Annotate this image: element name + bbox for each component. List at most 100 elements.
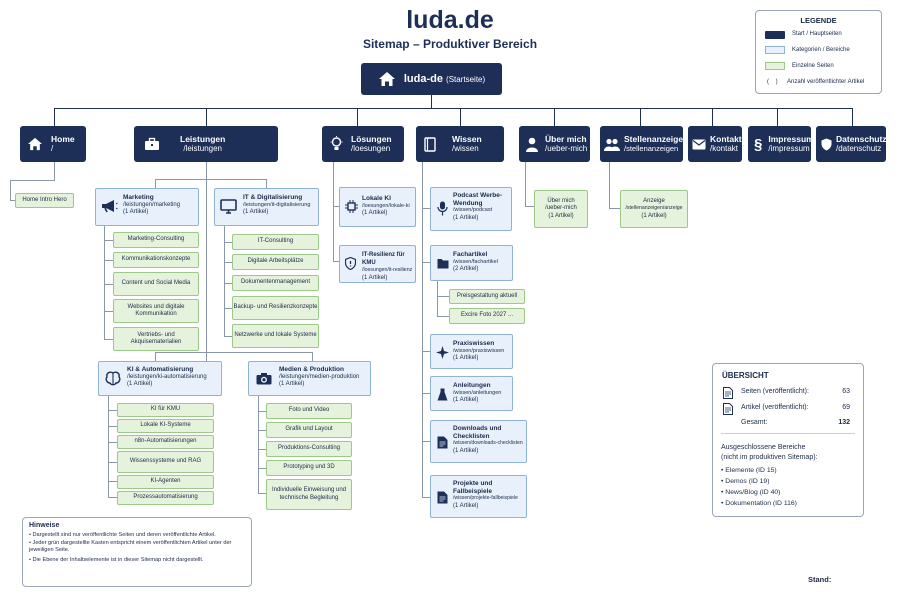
lokale-ki-path: /loesungen/lokale-ki bbox=[362, 202, 410, 209]
nav-stellenanzeigen[interactable]: Stellenanzeigen/stellenanzeigen bbox=[600, 126, 688, 162]
category-anleitungen[interactable]: Anleitungen /wissen/anleitungen (1 Artik… bbox=[430, 376, 513, 411]
home-intro-hero[interactable]: Home Intro Hero bbox=[15, 193, 74, 208]
folder-icon bbox=[437, 258, 449, 269]
page-ki-fuer-kmu[interactable]: KI für KMU bbox=[117, 403, 214, 417]
it-count: (1 Artikel) bbox=[243, 209, 269, 215]
category-fachartikel[interactable]: Fachartikel /wissen/fachartikel (2 Artik… bbox=[430, 245, 513, 281]
page-prototyping-3d[interactable]: Prototyping und 3D bbox=[266, 460, 352, 476]
nav-datenschutz-path: /datenschutz bbox=[836, 144, 882, 153]
nav-kontakt-title: Kontakt bbox=[710, 134, 742, 144]
category-ki-automatisierung[interactable]: KI & Automatisierung /leistungen/ki-auto… bbox=[98, 361, 222, 396]
nav-uebermich-title: Über mich bbox=[545, 134, 587, 144]
anleitungen-count: (1 Artikel) bbox=[453, 397, 479, 403]
anleitungen-title: Anleitungen bbox=[453, 382, 491, 389]
nav-leistungen[interactable]: Leistungen/leistungen bbox=[134, 126, 278, 162]
page-backup-resilienz[interactable]: Backup- und Resilienzkonzepte bbox=[232, 296, 319, 320]
page-ki-agenten[interactable]: KI-Agenten bbox=[117, 475, 214, 489]
flask-icon bbox=[437, 388, 448, 401]
anzeige-path: /stellenanzeigen/anzeige bbox=[625, 205, 683, 212]
nav-uebermich[interactable]: Über mich/ueber-mich bbox=[519, 126, 590, 162]
note-item: • Die Ebene der Inhaltselemente ist in d… bbox=[29, 557, 204, 563]
page-wissenssysteme-rag[interactable]: Wissenssysteme und RAG bbox=[117, 451, 214, 473]
overview-total-label: Gesamt: bbox=[741, 419, 768, 426]
overview-artikel-value: 69 bbox=[842, 404, 850, 411]
page-lokale-ki-systeme[interactable]: Lokale KI-Systeme bbox=[117, 419, 214, 433]
page-produktions-consulting[interactable]: Produktions-Consulting bbox=[266, 441, 352, 457]
category-medien-produktion[interactable]: Medien & Produktion /leistungen/medien-p… bbox=[248, 361, 371, 396]
page-it-consulting[interactable]: IT-Consulting bbox=[232, 234, 319, 250]
category-lokale-ki[interactable]: Lokale KI /loesungen/lokale-ki (1 Artike… bbox=[339, 187, 416, 227]
page-content-social-media[interactable]: Content und Social Media bbox=[113, 272, 199, 296]
monitor-icon bbox=[220, 199, 237, 214]
nav-wissen-path: /wissen bbox=[452, 144, 479, 153]
page-vertriebs-akquise[interactable]: Vertriebs- und Akquisematerialien bbox=[113, 327, 199, 351]
legend-label-category: Kategorien / Bereiche bbox=[792, 47, 850, 53]
notes-title: Hinweise bbox=[29, 522, 60, 529]
home-icon bbox=[27, 137, 43, 151]
page-netzwerke-systeme[interactable]: Netzwerke und lokale Systeme bbox=[232, 324, 319, 348]
medien-count: (1 Artikel) bbox=[279, 381, 305, 387]
category-podcast[interactable]: Podcast Werbe-Wendung /wissen/podcast (1… bbox=[430, 187, 512, 231]
page-preisgestaltung[interactable]: Preisgestaltung aktuell bbox=[449, 289, 525, 304]
nav-home[interactable]: Home/ bbox=[20, 126, 86, 162]
category-marketing[interactable]: Marketing /leistungen/marketing (1 Artik… bbox=[95, 188, 199, 226]
ki-title: KI & Automatisierung bbox=[127, 366, 194, 373]
home-icon bbox=[378, 71, 396, 87]
nav-impressum[interactable]: § Impressum/impressum bbox=[748, 126, 814, 162]
it-resilienz-title: IT-Resilienz für KMU bbox=[362, 252, 405, 266]
medien-path: /leistungen/medien-produktion bbox=[279, 373, 360, 380]
microphone-icon bbox=[437, 201, 448, 216]
page-n8n-automatisierungen[interactable]: n8n-Automatisierungen bbox=[117, 435, 214, 449]
root-name: luda-de bbox=[403, 73, 443, 85]
it-resilienz-path: /loesungen/it-resilienz bbox=[362, 267, 413, 273]
people-icon bbox=[604, 138, 620, 151]
legend-label-count: Anzahl veröffentlichter Artikel bbox=[787, 79, 865, 85]
category-praxiswissen[interactable]: Praxiswissen /wissen/praxiswissen (1 Art… bbox=[430, 334, 513, 369]
paragraph-icon: § bbox=[754, 135, 763, 153]
medien-title: Medien & Produktion bbox=[279, 366, 344, 373]
page-excire-foto[interactable]: Excire Foto 2027 ... bbox=[449, 308, 525, 324]
page-dokumentenmanagement[interactable]: Dokumentenmanagement bbox=[232, 275, 319, 291]
megaphone-icon bbox=[101, 199, 118, 213]
nav-uebermich-path: /ueber-mich bbox=[545, 144, 588, 153]
nav-impressum-title: Impressum bbox=[768, 134, 814, 144]
nav-loesungen[interactable]: Lösungen/loesungen bbox=[322, 126, 404, 162]
mail-icon bbox=[692, 139, 706, 150]
nav-kontakt[interactable]: Kontakt/kontakt bbox=[688, 126, 742, 162]
briefcase-icon bbox=[144, 137, 160, 151]
page-marketing-consulting[interactable]: Marketing-Consulting bbox=[113, 232, 199, 248]
category-projekte[interactable]: Projekte und Fallbeispiele /wissen/proje… bbox=[430, 475, 527, 518]
page-subtitle: Sitemap – Produktiver Bereich bbox=[362, 37, 538, 51]
page-foto-video[interactable]: Foto und Video bbox=[266, 403, 352, 419]
it-resilienz-count: (1 Artikel) bbox=[362, 274, 388, 281]
page-einweisung-begleitung[interactable]: Individuelle Einweisung und technische B… bbox=[266, 479, 352, 510]
ueber-mich-page-title: Über mich bbox=[547, 197, 575, 204]
nav-datenschutz[interactable]: Datenschutz/datenschutz bbox=[816, 126, 887, 162]
excluded-subtitle: (nicht im produktiven Sitemap): bbox=[721, 454, 818, 461]
marketing-path: /leistungen/marketing bbox=[123, 201, 181, 208]
shield-icon bbox=[345, 257, 356, 270]
page-digitale-arbeitsplaetze[interactable]: Digitale Arbeitsplätze bbox=[232, 254, 319, 270]
legend-label-main: Start / Hauptseiten bbox=[792, 31, 842, 37]
downloads-path: /wissen/downloads-checklisten bbox=[453, 440, 523, 446]
page-grafik-layout[interactable]: Grafik und Layout bbox=[266, 422, 352, 438]
root-node[interactable]: luda-de (Startseite) bbox=[361, 63, 502, 95]
nav-wissen[interactable]: Wissen/wissen bbox=[416, 126, 504, 162]
fachartikel-title: Fachartikel bbox=[453, 251, 488, 258]
anleitungen-path: /wissen/anleitungen bbox=[453, 389, 502, 396]
praxiswissen-title: Praxiswissen bbox=[453, 340, 495, 347]
legend: LEGENDE Start / Hauptseiten Kategorien /… bbox=[755, 10, 882, 94]
praxiswissen-count: (1 Artikel) bbox=[453, 355, 479, 361]
page-prozessautomatisierung[interactable]: Prozessautomatisierung bbox=[117, 491, 214, 505]
note-item: • Dargestellt sind nur veröffentlichte S… bbox=[29, 532, 216, 538]
category-downloads[interactable]: Downloads und Checklisten /wissen/downlo… bbox=[430, 420, 527, 463]
overview-seiten-value: 63 bbox=[842, 388, 850, 395]
page-websites-kommunikation[interactable]: Websites und digitale Kommunikation bbox=[113, 299, 199, 323]
projekte-title: Projekte und Fallbeispiele bbox=[453, 480, 493, 495]
page-kommunikationskonzepte[interactable]: Kommunikationskonzepte bbox=[113, 252, 199, 268]
category-it-digitalisierung[interactable]: IT & Digitalisierung /leistungen/it-digi… bbox=[214, 188, 319, 226]
page-ueber-mich[interactable]: Über mich /ueber-mich (1 Artikel) bbox=[534, 190, 588, 228]
page-anzeige[interactable]: Anzeige /stellenanzeigen/anzeige (1 Arti… bbox=[620, 190, 688, 228]
praxiswissen-path: /wissen/praxiswissen bbox=[453, 347, 505, 354]
category-it-resilienz[interactable]: IT-Resilienz für KMU /loesungen/it-resil… bbox=[339, 245, 416, 283]
